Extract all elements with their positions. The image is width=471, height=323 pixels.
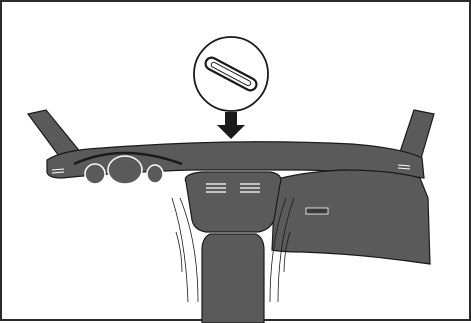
- right-console-curve-short: [283, 231, 291, 273]
- sensor-slot-icon: [193, 36, 269, 112]
- left-console-curve-inner: [179, 197, 199, 303]
- lower-console: [201, 233, 265, 323]
- right-console-curve-outer: [277, 197, 295, 303]
- passenger-dash-panel: [271, 169, 431, 265]
- glovebox-handle: [305, 207, 329, 215]
- left-console-curve-outer: [171, 197, 189, 303]
- center-console: [184, 171, 282, 233]
- gauge-right: [146, 164, 164, 184]
- gauge-left: [84, 163, 106, 185]
- left-side-vent: [51, 168, 65, 174]
- center-vents: [206, 183, 260, 193]
- down-arrow-icon: [217, 112, 245, 139]
- left-console-curve-short: [175, 231, 183, 273]
- right-console-curve-inner: [269, 197, 287, 303]
- right-side-vent: [397, 164, 411, 170]
- gauge-center: [107, 155, 143, 185]
- instrument-hood: [73, 151, 183, 166]
